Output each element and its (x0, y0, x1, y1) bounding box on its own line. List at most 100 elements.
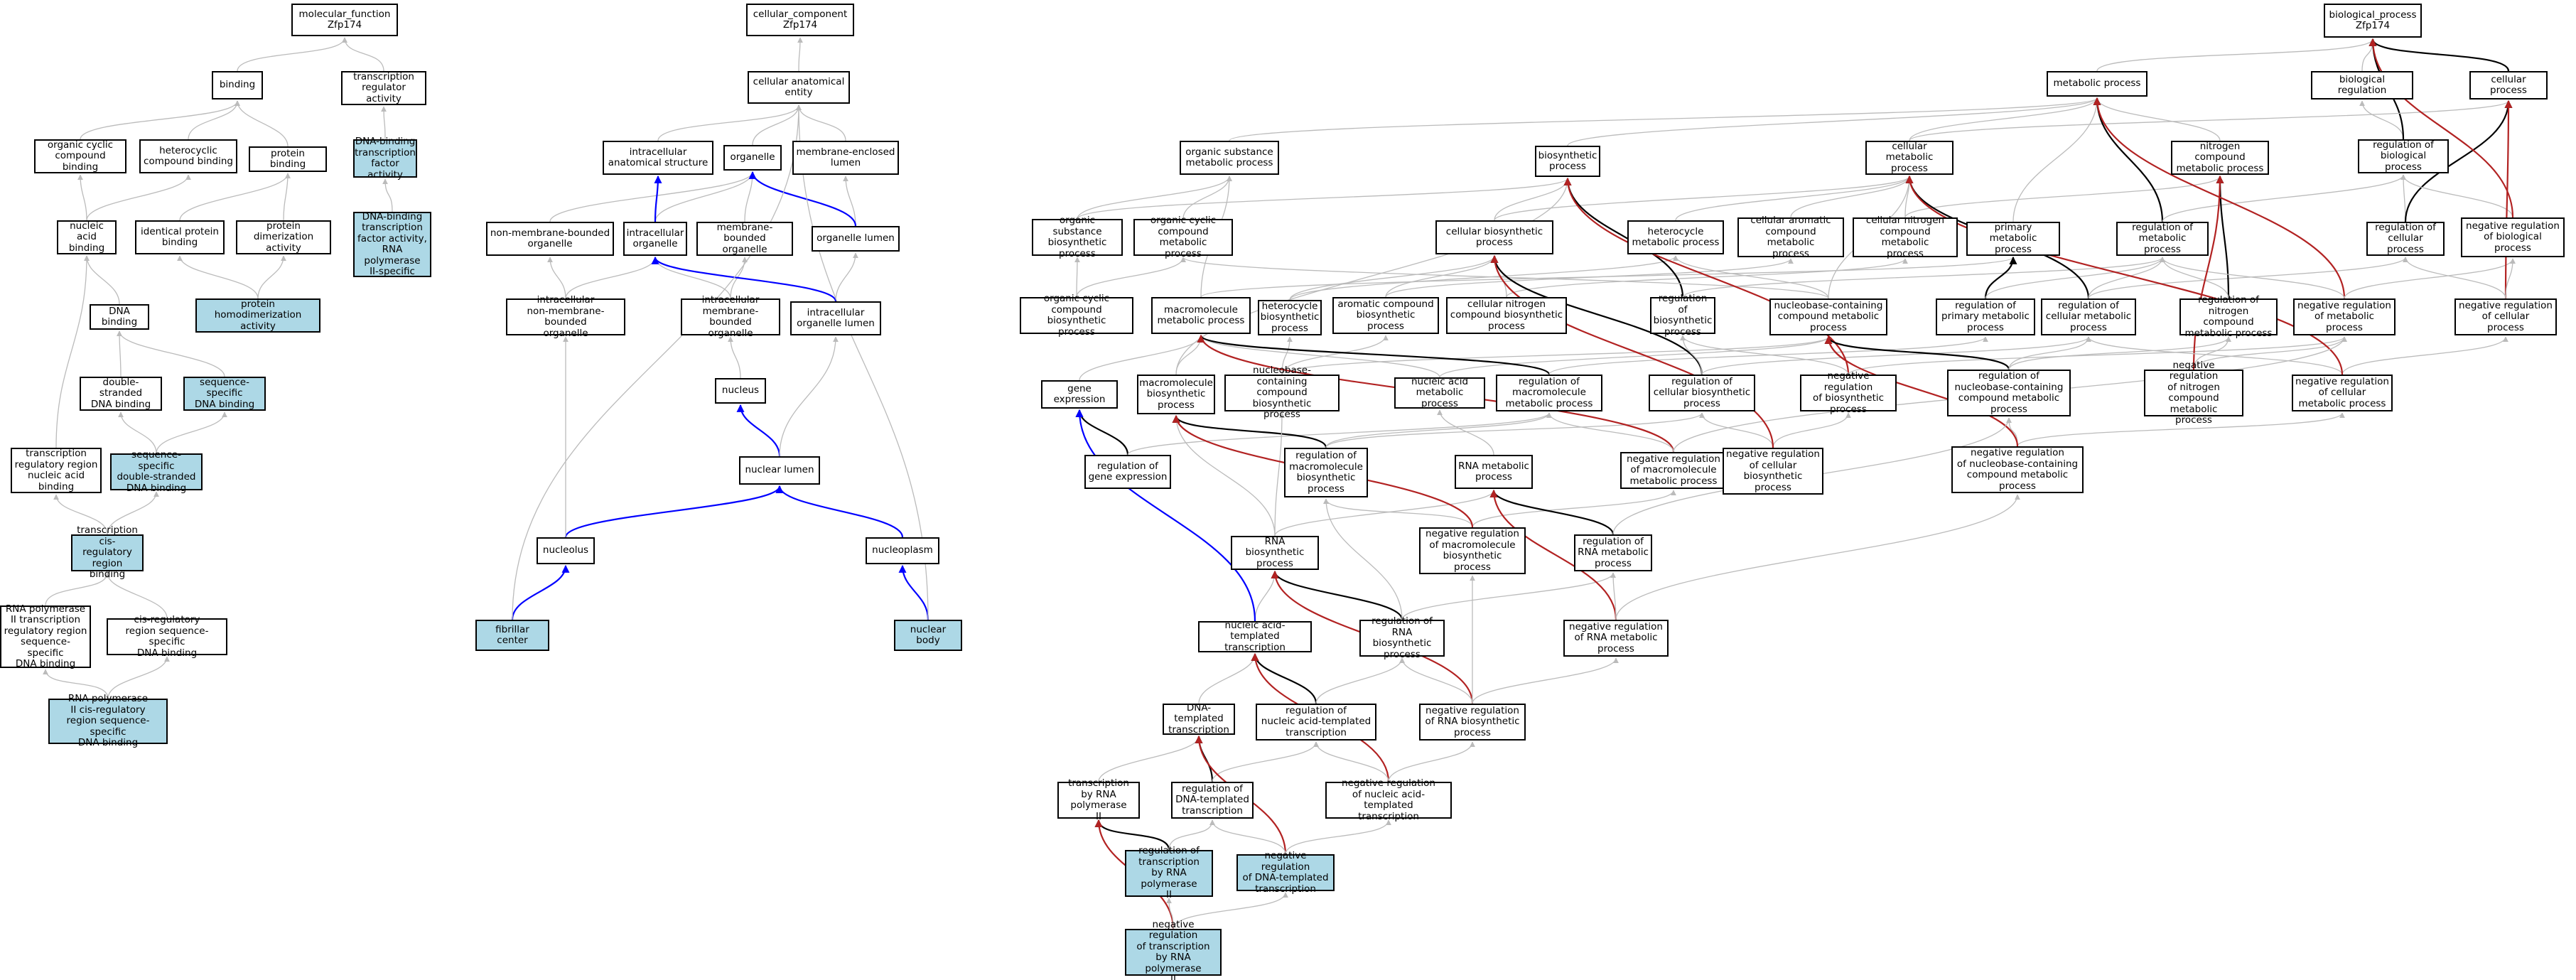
edge-cell-metab-to-metab-proc (1909, 97, 2100, 141)
node-memb-org: membrane-bounded organelle (696, 222, 793, 256)
node-fibrillar-center: fibrillar center (475, 620, 549, 651)
edge-org-sub-metab-to-metab-proc (1229, 97, 2100, 141)
edge-reg-metab-to-metab-proc (2093, 97, 2164, 222)
edge-fibrillar-center-to-nucleolus (511, 564, 570, 620)
edge-nucbase-biosyn-to-nucbase-metab (1281, 336, 1831, 375)
node-reg-dna-transc: regulation of DNA-templated transcriptio… (1171, 782, 1254, 819)
edge-neg-reg-cell-biosyn-to-cell-biosyn (1490, 254, 1774, 448)
node-org-cyc-metab: organic cyclic compound metabolic proces… (1133, 215, 1233, 259)
edge-hetcyc-biosyn-to-hetcyc-metab (1289, 255, 1678, 301)
node-prot-dimer: protein dimerization activity (236, 220, 331, 254)
edge-neg-reg-nucacid-transc-to-neg-reg-rna-biosyn (1388, 741, 1475, 782)
node-reg-cell-biosyn: regulation of cellular biosynthetic proc… (1649, 375, 1755, 411)
edge-nucacid-transc-to-gene-expr (1075, 409, 1256, 622)
node-arom-biosyn: aromatic compound biosynthetic process (1332, 297, 1439, 334)
edge-neg-reg-nitro-metab-to-nitro-metab (2192, 175, 2224, 370)
edge-ic-org-lumen-to-intracell-org (651, 256, 837, 302)
edge-org-lumen-to-memb-encl-lumen (843, 176, 856, 227)
edge-fibrillar-center-to-cell-anat (512, 104, 802, 620)
edge-reg-prim-metab-to-reg-metab (1985, 257, 2165, 299)
node-organelle: organelle (723, 145, 782, 171)
edge-neg-reg-cell-biosyn-to-neg-reg-biosyn (1772, 412, 1851, 448)
edge-reg-metab-to-reg-bio-proc (2162, 174, 2406, 222)
edge-neg-reg-cell-metab-to-reg-cell-metab (2086, 336, 2343, 375)
node-reg-cell-metab: regulation of cellular metabolic process (2041, 298, 2136, 335)
edge-reg-macro-biosyn-to-reg-cell-biosyn (1325, 412, 1705, 448)
node-dbtf-pol2: DNA-binding transcription factor activit… (353, 211, 431, 277)
edge-reg-gene-expr-to-gene-expr (1075, 409, 1129, 456)
node-reg-rna-biosyn: regulation of RNA biosynthetic process (1359, 615, 1445, 659)
node-cell-metab: cellular metabolic process (1865, 141, 1953, 175)
node-nucbase-biosyn: nucleobase-containing compound biosynthe… (1224, 365, 1340, 420)
edge-neg-reg-cell-proc-to-cell-proc (2504, 99, 2513, 299)
edge-reg-rna-metab-to-rna-metab (1489, 489, 1615, 535)
edge-neg-reg-dna-transc-to-reg-dna-transc (1209, 819, 1286, 855)
edge-metab-proc-to-bp-root (2096, 38, 2376, 72)
node-ident-prot-bind: identical protein binding (135, 220, 225, 254)
edge-neg-reg-cell-proc-to-reg-cell-proc (2403, 257, 2506, 299)
edge-prot-homodimer-to-ident-prot-bind (177, 255, 259, 299)
node-intracell-anat: intracellular anatomical structure (603, 141, 713, 175)
edge-nonmemb-org-to-organelle (549, 171, 755, 222)
edge-reg-cell-biosyn-to-reg-cell-metab (1701, 336, 2091, 375)
edge-org-cyc-biosyn-to-org-cyc-metab (1076, 257, 1186, 298)
edge-tr-cisreg-bind-to-trr-nucacid-bind (53, 494, 108, 535)
edge-nucleoplasm-to-nuc-lumen (775, 485, 904, 538)
node-reg-gene-expr: regulation of gene expression (1084, 455, 1171, 489)
node-cell-arom-metab: cellular aromatic compound metabolic pro… (1737, 215, 1844, 259)
edge-neg-reg-rna-metab-to-neg-reg-nucbase-metab (1615, 494, 2020, 620)
edge-dna-transc-to-nucacid-transc (1198, 653, 1258, 704)
edge-dbtf-pol2-to-dbtf-act (382, 178, 393, 212)
node-hetcyc-metab: heterocycle metabolic process (1627, 220, 1724, 254)
edge-neg-reg-rna-metab-to-rna-metab (1489, 489, 1617, 620)
edge-transc-pol2-to-dna-transc (1098, 736, 1202, 782)
node-reg-rna-metab: regulation of RNA metabolic process (1574, 534, 1652, 571)
edge-seqspec-dna-bind-to-dna-bind (117, 330, 225, 377)
edge-tr-reg-act-to-mf-root (342, 37, 384, 72)
node-pol2-trr-seqspec: RNA polymerase II transcription regulato… (0, 603, 91, 669)
node-reg-macro-metab: regulation of macromolecule metabolic pr… (1496, 375, 1602, 411)
edge-cell-proc-to-bp-root (2368, 38, 2510, 72)
edge-nucbase-metab-to-org-cyc-metab (1180, 257, 1829, 299)
edge-arom-biosyn-to-cell-arom-metab (1385, 258, 1794, 298)
edge-seqspec-ds-dna-to-ds-dna-bind (118, 411, 157, 454)
edge-neg-reg-rna-metab-to-reg-rna-metab (1610, 572, 1617, 620)
edge-neg-reg-biosyn-to-biosyn-proc (1563, 177, 1850, 375)
node-macro-metab: macromolecule metabolic process (1151, 297, 1251, 334)
edge-neg-reg-transc-pol2-to-reg-transc-pol2 (1166, 898, 1174, 930)
node-transc-pol2: transcription by RNA polymerase II (1057, 777, 1140, 822)
edge-ds-dna-bind-to-dna-bind (117, 330, 122, 377)
edge-reg-macro-biosyn-to-reg-macro-metab (1325, 412, 1552, 448)
node-reg-nucacid-transc: regulation of nucleic acid-templated tra… (1256, 704, 1376, 741)
node-bp-root: biological_process Zfp174 (2324, 4, 2422, 38)
node-cell-proc: cellular process (2469, 71, 2548, 99)
edge-neg-reg-transc-pol2-to-neg-reg-dna-transc (1173, 892, 1288, 930)
edge-reg-nitro-metab-to-reg-metab (2160, 257, 2229, 299)
edge-nuc-lumen-to-ic-org-lumen (779, 336, 839, 457)
edge-reg-cell-metab-to-reg-metab (2088, 257, 2165, 299)
node-bio-reg: biological regulation (2311, 71, 2413, 99)
edge-neg-reg-biosyn-to-reg-biosyn (1680, 335, 1849, 375)
edge-prim-metab-to-metab-proc (2012, 97, 2100, 222)
edge-neg-reg-bio-to-reg-bio-proc (2400, 174, 2513, 218)
edge-ic-memb-org-to-intracell-org (652, 257, 731, 299)
edge-reg-nucbase-metab-to-reg-cell-metab (2008, 336, 2091, 370)
edge-neg-reg-nitro-metab-to-neg-reg-metab (2193, 336, 2347, 370)
edge-neg-reg-cell-proc-to-neg-reg-bio (2505, 258, 2516, 299)
edge-hetcyc-biosyn-to-cell-biosyn (1289, 255, 1497, 301)
node-reg-metab: regulation of metabolic process (2116, 222, 2209, 256)
node-memb-encl-lumen: membrane-enclosed lumen (792, 141, 899, 175)
node-neg-reg-macro-metab: negative regulation of macromolecule met… (1620, 452, 1727, 489)
edge-neg-reg-cell-biosyn-to-reg-cell-biosyn (1699, 412, 1774, 448)
node-nucacid-bind: nucleic acid binding (57, 220, 117, 254)
edge-reg-biosyn-to-reg-metab (1682, 257, 2165, 298)
node-dna-transc: DNA-templated transcription (1163, 702, 1235, 736)
node-reg-nitro-metab: regulation of nitrogen compound metaboli… (2179, 294, 2278, 338)
node-neg-reg-cell-proc: negative regulation of cellular process (2454, 298, 2557, 335)
node-reg-prim-metab: regulation of primary metabolic process (1936, 298, 2035, 335)
edge-nucacid-metab-to-macro-metab (1198, 335, 1440, 378)
node-cell-anat: cellular anatomical entity (748, 71, 850, 104)
node-rna-biosyn: RNA biosynthetic process (1231, 536, 1319, 570)
edge-nucacid-transc-to-rna-biosyn (1254, 571, 1278, 622)
node-nuc-lumen: nuclear lumen (739, 456, 820, 485)
